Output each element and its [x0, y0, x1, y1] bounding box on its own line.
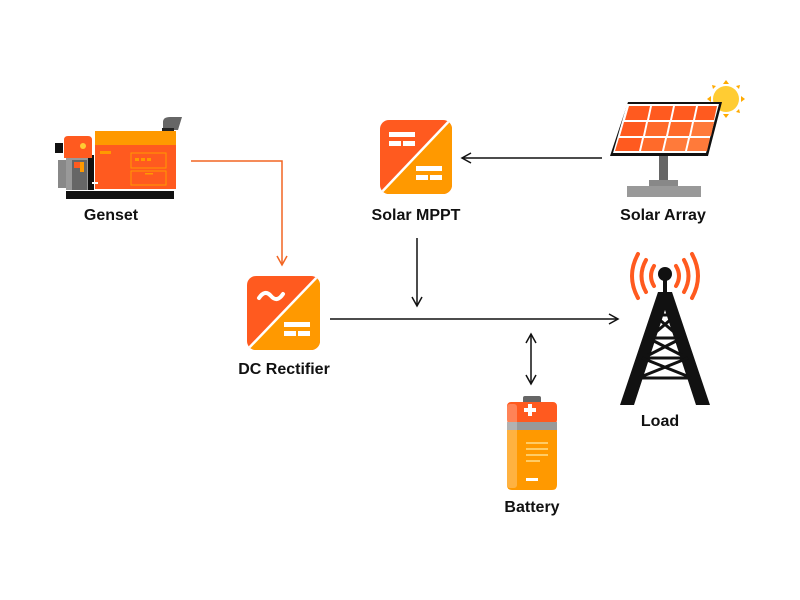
dc-rectifier-label: DC Rectifier [238, 361, 330, 378]
solar-array-label: Solar Array [620, 207, 706, 224]
solar-mppt-label: Solar MPPT [371, 207, 461, 224]
ac-wave-icon [257, 291, 285, 301]
load-label: Load [640, 413, 680, 430]
genset-label: Genset [83, 207, 139, 224]
solar-mppt-icon [380, 120, 452, 194]
battery-icon [507, 396, 557, 490]
battery-label: Battery [504, 499, 560, 516]
edge-genset-to-rectifier [191, 160, 288, 267]
signal-waves-icon [630, 252, 700, 300]
solar-cells [615, 106, 717, 151]
load-tower-icon [620, 252, 710, 405]
genset-icon [55, 117, 182, 199]
dc-rectifier-icon [247, 276, 320, 350]
solar-array-icon [610, 80, 745, 197]
